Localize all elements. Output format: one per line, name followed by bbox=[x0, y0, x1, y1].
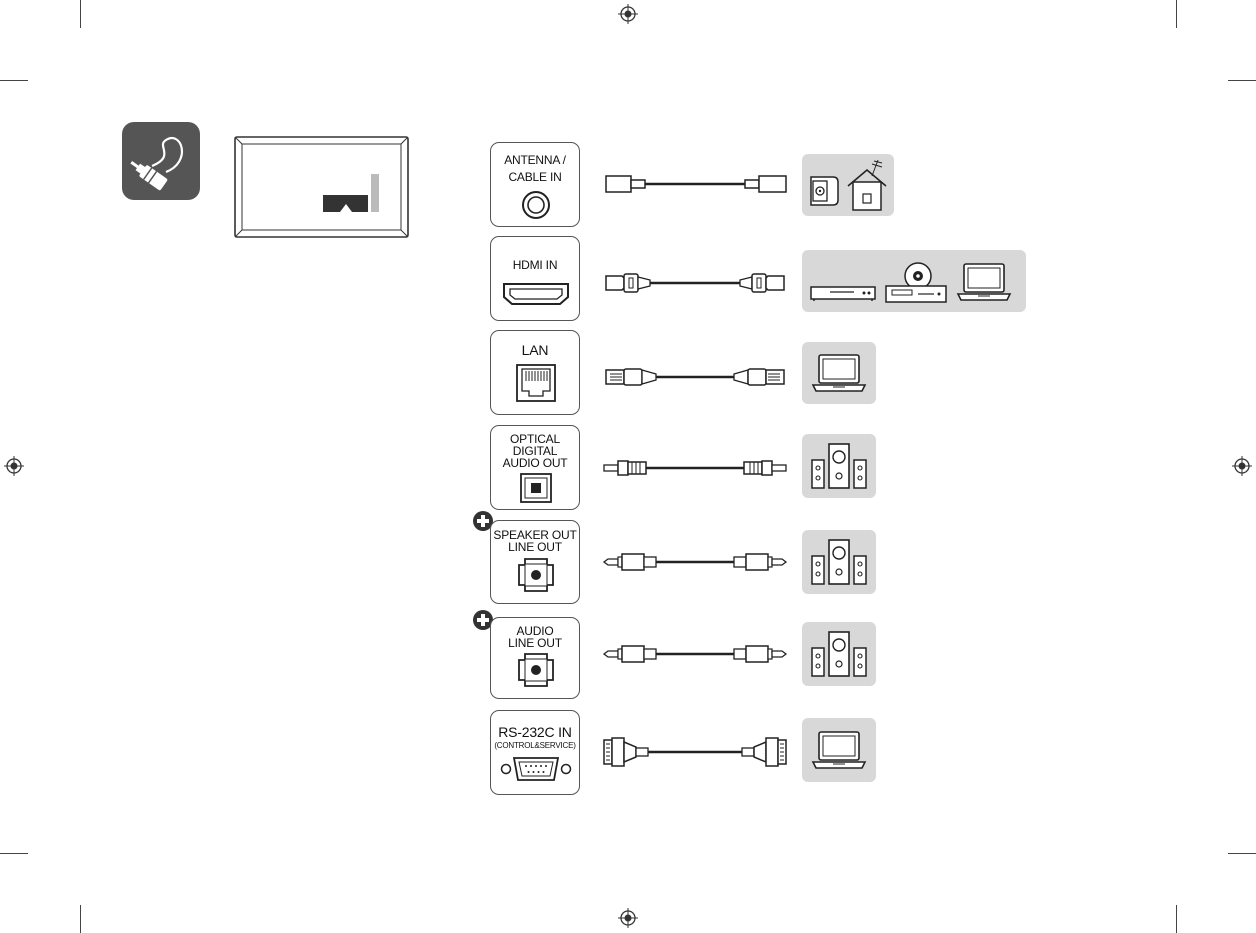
port-label: LINE OUT bbox=[508, 540, 562, 554]
crop-mark bbox=[0, 853, 28, 854]
device-group bbox=[802, 718, 876, 782]
plus-circle-icon bbox=[473, 511, 493, 531]
audio-jack-port-icon bbox=[518, 558, 554, 592]
port-optical: OPTICAL DIGITAL AUDIO OUT bbox=[490, 425, 580, 510]
crop-mark bbox=[1228, 80, 1256, 81]
speaker-system-icon bbox=[811, 631, 867, 677]
port-antenna: ANTENNA / CABLE IN bbox=[490, 142, 580, 227]
port-hdmi: HDMI IN bbox=[490, 236, 580, 321]
optical-cable-icon bbox=[603, 460, 787, 476]
crop-mark bbox=[80, 0, 81, 28]
port-label: LINE OUT bbox=[508, 636, 562, 650]
port-label: DIGITAL bbox=[512, 444, 558, 458]
hdmi-cable-icon bbox=[605, 273, 785, 293]
blu-ray-player-icon bbox=[810, 286, 876, 301]
port-rs232c: RS-232C IN (CONTROL&SERVICE) bbox=[490, 710, 580, 795]
registration-mark-icon bbox=[618, 908, 638, 928]
port-label: SPEAKER OUT bbox=[493, 528, 577, 542]
laptop-icon bbox=[811, 731, 867, 769]
audio-jack-cable-icon bbox=[602, 645, 788, 663]
rca-cable-icon bbox=[130, 137, 184, 191]
optical-port-icon bbox=[520, 473, 552, 503]
laptop-icon bbox=[956, 263, 1012, 301]
dsub-port-icon bbox=[500, 757, 572, 781]
port-label: CABLE IN bbox=[508, 170, 562, 184]
port-label: AUDIO bbox=[516, 624, 554, 638]
port-label: (CONTROL&SERVICE) bbox=[494, 741, 576, 750]
rj45-port-icon bbox=[516, 364, 556, 402]
device-group bbox=[802, 342, 876, 404]
device-group bbox=[802, 250, 1026, 312]
registration-mark-icon bbox=[618, 4, 638, 24]
port-label: AUDIO OUT bbox=[502, 456, 568, 470]
antenna-wall-socket-icon bbox=[810, 176, 839, 206]
laptop-icon bbox=[811, 354, 867, 392]
port-label: HDMI IN bbox=[512, 258, 558, 272]
coax-cable-icon bbox=[605, 175, 787, 193]
port-label: LAN bbox=[521, 342, 549, 358]
port-label: ANTENNA / bbox=[504, 153, 566, 167]
tv-rear-panel-icon bbox=[234, 136, 409, 238]
speaker-system-icon bbox=[811, 443, 867, 489]
registration-mark-icon bbox=[1232, 456, 1252, 476]
port-audio-line-out: AUDIO LINE OUT bbox=[490, 617, 580, 699]
speaker-system-icon bbox=[811, 539, 867, 585]
crop-mark bbox=[0, 80, 28, 81]
crop-mark bbox=[80, 905, 81, 933]
crop-mark bbox=[1228, 853, 1256, 854]
device-group bbox=[802, 154, 894, 216]
port-label: OPTICAL bbox=[510, 432, 560, 446]
port-lan: LAN bbox=[490, 330, 580, 415]
crop-mark bbox=[1176, 905, 1177, 933]
audio-jack-cable-icon bbox=[602, 553, 788, 571]
device-group bbox=[802, 530, 876, 594]
registration-mark-icon bbox=[4, 456, 24, 476]
plus-circle-icon bbox=[473, 610, 493, 630]
rs232-cable-icon bbox=[603, 737, 787, 767]
house-antenna-icon bbox=[847, 159, 887, 211]
audio-jack-port-icon bbox=[518, 653, 554, 687]
port-label: RS-232C IN bbox=[498, 724, 572, 740]
lan-cable-icon bbox=[605, 368, 785, 386]
port-speaker-out: SPEAKER OUT LINE OUT bbox=[490, 520, 580, 604]
device-group bbox=[802, 622, 876, 686]
device-group bbox=[802, 434, 876, 498]
coax-connector-icon bbox=[522, 191, 550, 219]
crop-mark bbox=[1176, 0, 1177, 28]
dvd-player-icon bbox=[885, 262, 947, 303]
connection-badge bbox=[122, 122, 200, 200]
hdmi-port-icon bbox=[503, 283, 569, 305]
